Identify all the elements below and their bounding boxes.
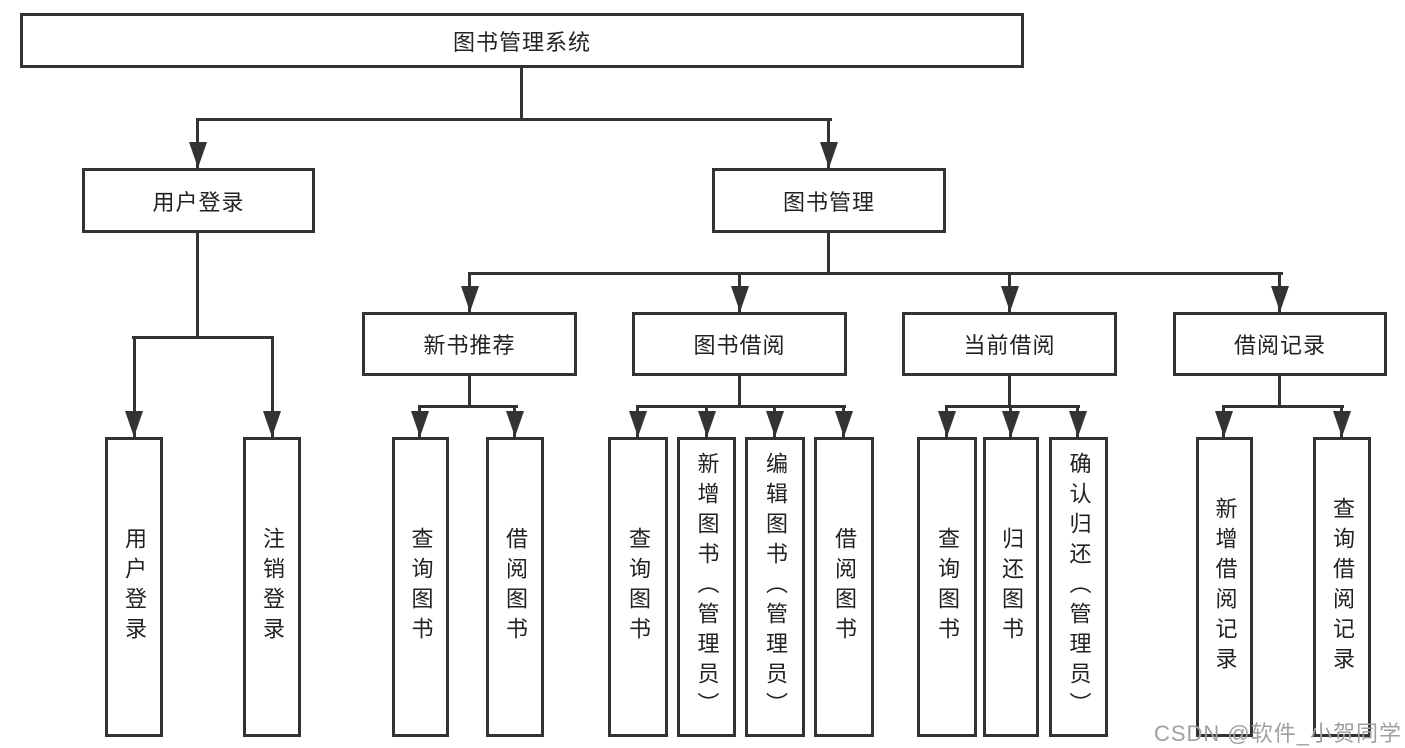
leaf-label: 编辑图书（管理员） [763, 452, 788, 722]
leaf-label: 归还图书 [999, 527, 1024, 647]
node-label: 图书管理系统 [452, 29, 591, 55]
node-label: 新书推荐 [423, 333, 516, 358]
edge-root-branch [197, 118, 832, 121]
node-borrowing-records: 借阅记录 [1173, 312, 1387, 376]
edge-book-borrowing-drop [738, 376, 741, 405]
leaf-label: 借阅图书 [832, 527, 857, 647]
leaf-query-borrow-record: 查询借阅记录 [1313, 437, 1371, 737]
arrowhead-leaf-icon [1333, 411, 1351, 437]
leaf-return-book: 归还图书 [983, 437, 1039, 737]
leaf-label: 借阅图书 [503, 527, 528, 647]
edge-borrowing-records-branch [1222, 405, 1344, 408]
node-label: 用户登录 [152, 189, 245, 215]
arrowhead-leaf-icon [938, 411, 956, 437]
node-book-borrowing: 图书借阅 [632, 312, 847, 376]
leaf-label: 查询借阅记录 [1330, 497, 1355, 677]
arrowhead-new-book-icon [461, 286, 479, 312]
arrowhead-book-management-icon [820, 142, 838, 168]
node-book-management: 图书管理 [712, 168, 946, 233]
leaf-logout: 注销登录 [243, 437, 301, 737]
arrowhead-leaf-icon [1215, 411, 1233, 437]
leaf-query-book-recommend: 查询图书 [392, 437, 449, 737]
leaf-label: 注销登录 [260, 527, 285, 647]
edge-user-login-branch [132, 336, 274, 339]
edge-to-leaf-logout [271, 336, 274, 437]
edge-new-book-drop [468, 376, 471, 405]
leaf-edit-book-admin: 编辑图书（管理员） [745, 437, 805, 737]
node-label: 图书借阅 [693, 333, 786, 358]
leaf-label: 用户登录 [122, 527, 147, 647]
leaf-label: 查询图书 [935, 527, 960, 647]
arrowhead-leaf-icon [411, 411, 429, 437]
csdn-watermark: CSDN @软件_小贺同学 [1153, 721, 1402, 746]
arrowhead-borrowing-records-icon [1271, 286, 1289, 312]
node-current-borrowing: 当前借阅 [902, 312, 1117, 376]
edge-book-management-drop [827, 233, 830, 272]
arrowhead-leaf-icon [1002, 411, 1020, 437]
leaf-borrow-book-recommend: 借阅图书 [486, 437, 544, 737]
arrowhead-leaf-user-login-icon [125, 411, 143, 437]
leaf-query-book-current: 查询图书 [917, 437, 977, 737]
edge-borrowing-records-drop [1278, 376, 1281, 405]
arrowhead-leaf-icon [698, 411, 716, 437]
edge-root-drop [520, 68, 523, 118]
leaf-label: 新增借阅记录 [1212, 497, 1238, 677]
leaf-label: 确认归还（管理员） [1066, 452, 1092, 722]
arrowhead-current-borrowing-icon [1001, 286, 1019, 312]
edge-user-login-drop [196, 233, 199, 336]
node-library-management-system: 图书管理系统 [20, 13, 1024, 68]
edge-current-borrowing-drop [1008, 376, 1011, 405]
node-label: 当前借阅 [963, 333, 1056, 358]
edge-current-borrowing-branch [945, 405, 1080, 408]
edge-to-leaf-user-login [133, 336, 136, 437]
leaf-confirm-return-admin: 确认归还（管理员） [1049, 437, 1108, 737]
leaf-add-book-admin: 新增图书（管理员） [677, 437, 736, 737]
arrowhead-leaf-icon [506, 411, 524, 437]
leaf-add-borrow-record: 新增借阅记录 [1196, 437, 1253, 737]
leaf-label: 查询图书 [626, 527, 651, 647]
leaf-borrow-book: 借阅图书 [814, 437, 874, 737]
leaf-label: 新增图书（管理员） [694, 452, 720, 722]
edge-new-book-branch [418, 405, 518, 408]
leaf-query-book-borrowing: 查询图书 [608, 437, 668, 737]
arrowhead-book-borrowing-icon [731, 286, 749, 312]
arrowhead-leaf-icon [1069, 411, 1087, 437]
arrowhead-leaf-icon [835, 411, 853, 437]
node-user-login: 用户登录 [82, 168, 315, 233]
arrowhead-user-login-icon [189, 142, 207, 168]
node-label: 图书管理 [782, 189, 875, 215]
node-label: 借阅记录 [1233, 333, 1326, 358]
node-new-book-recommendation: 新书推荐 [362, 312, 577, 376]
arrowhead-leaf-icon [766, 411, 784, 437]
arrowhead-leaf-icon [629, 411, 647, 437]
leaf-label: 查询图书 [408, 527, 434, 647]
arrowhead-leaf-logout-icon [263, 411, 281, 437]
edge-book-borrowing-branch [636, 405, 846, 408]
edge-book-management-branch [468, 272, 1283, 275]
leaf-user-login: 用户登录 [105, 437, 163, 737]
